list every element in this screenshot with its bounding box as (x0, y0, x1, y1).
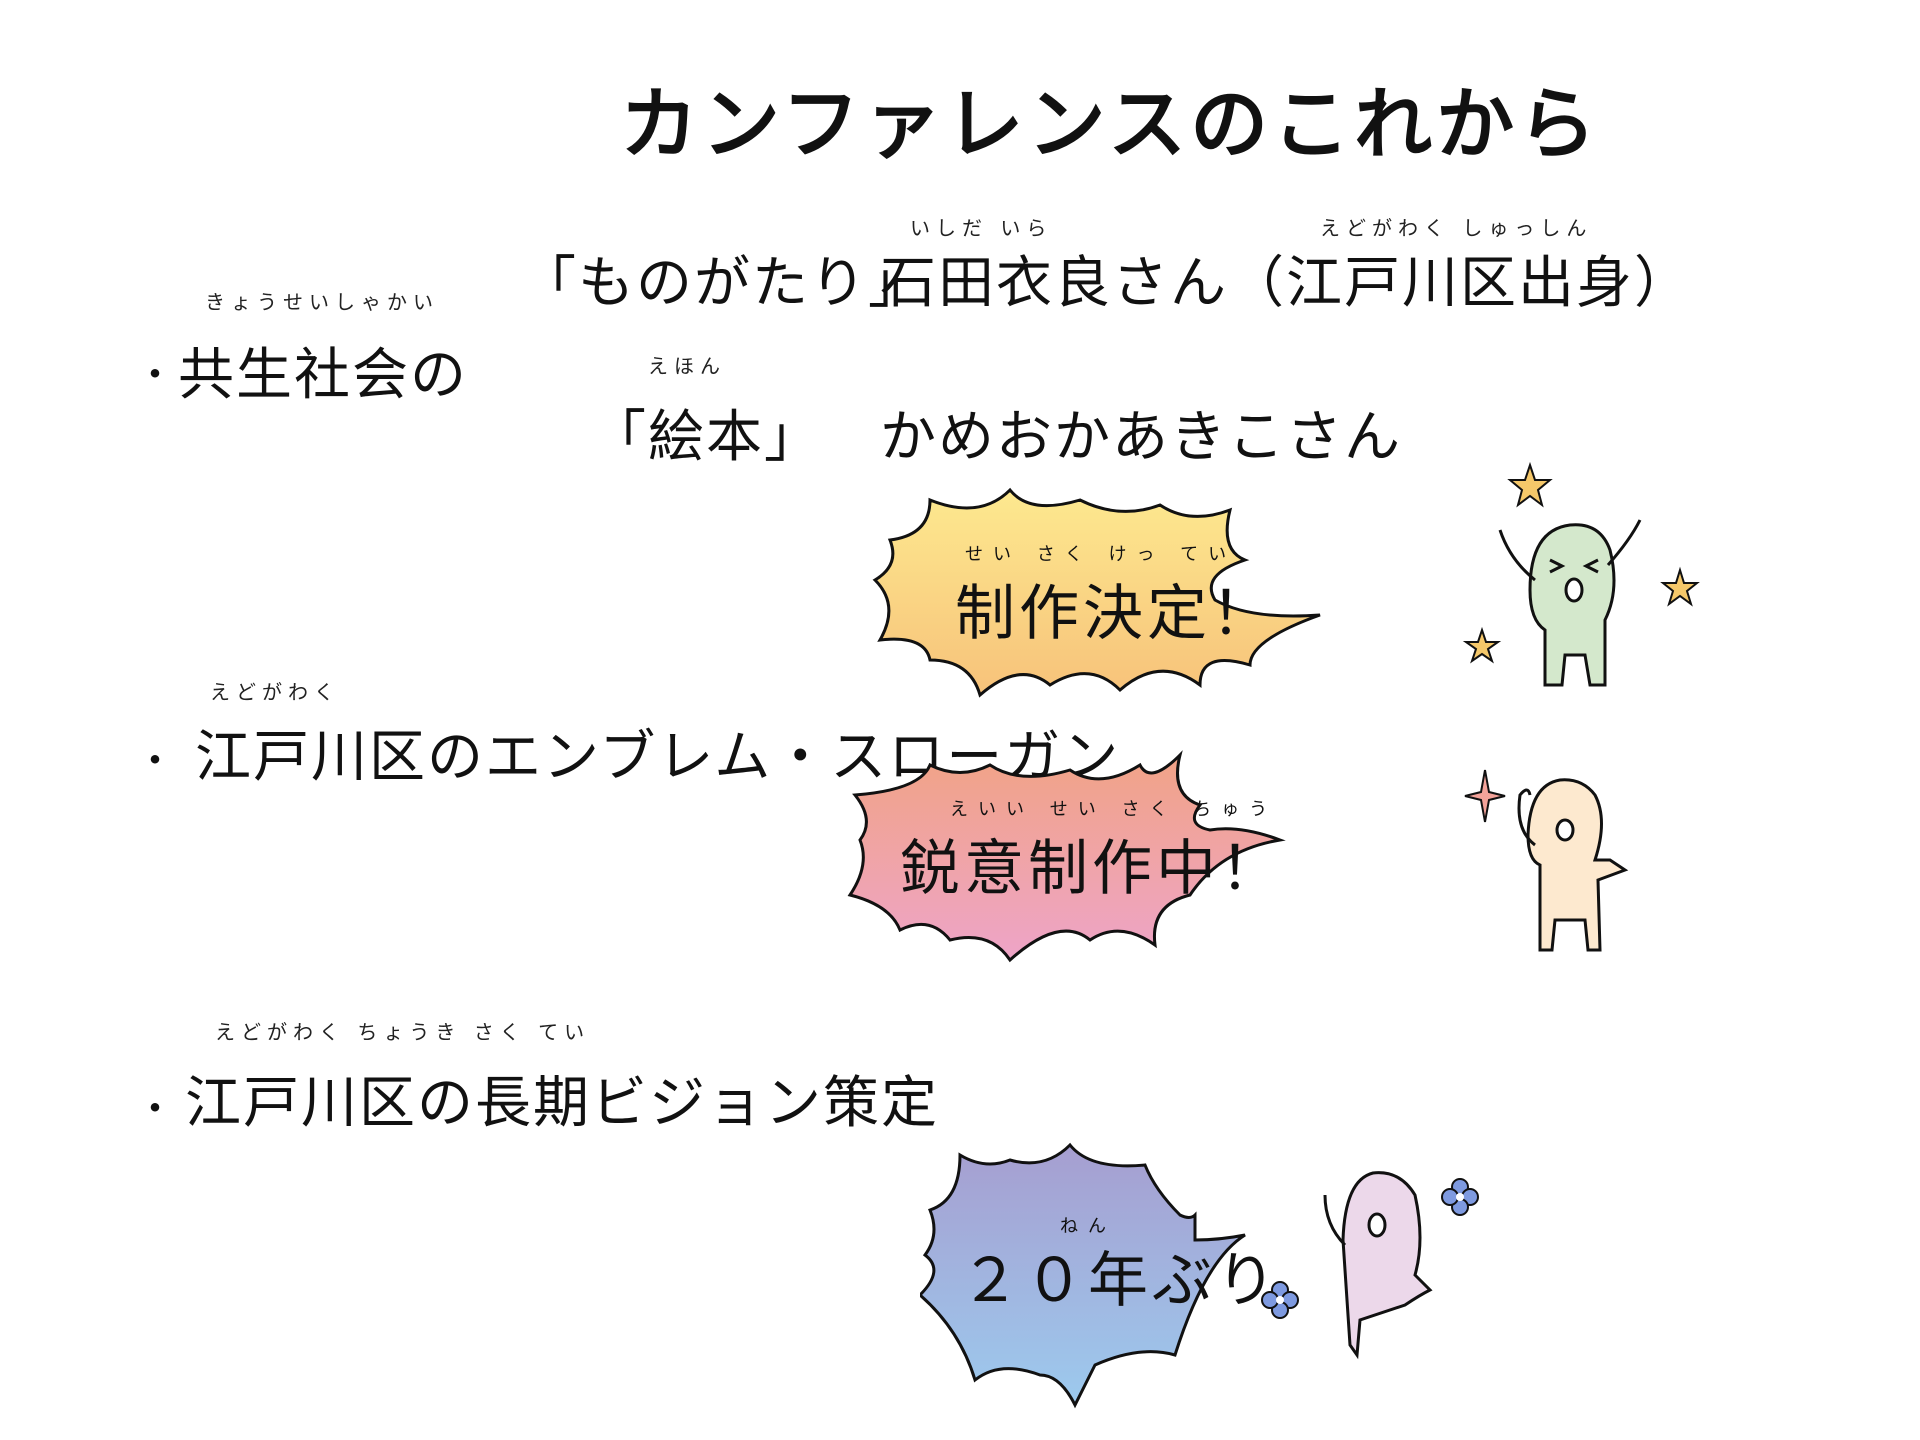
work-ruby: えほん (648, 354, 726, 378)
character-green-cheering (1440, 450, 1700, 700)
person-ishida-ira: 石田衣良さん（江戸川区出身） (880, 251, 1692, 316)
sparkle-icon (1464, 769, 1506, 823)
burst-ruby: えいい せい さく ちゅう (950, 799, 1278, 820)
burst-text: 制作決定！ (955, 579, 1275, 649)
page-title: カンファレンスのこれから (620, 80, 1601, 170)
heading-ruby: えどがわく ちょうき さく てい (215, 1020, 591, 1044)
flower-icon (1261, 1281, 1299, 1319)
speech-burst-in-progress: えいい せい さく ちゅう 鋭意制作中！ (840, 745, 1340, 965)
person-kameoka-akiko: かめおかあきこさん (880, 405, 1402, 470)
character-peach-waving (1460, 750, 1660, 970)
heading-ruby: えどがわく (210, 680, 340, 704)
burst-text: 鋭意制作中！ (900, 834, 1284, 904)
flower-icon (1441, 1178, 1479, 1216)
star-icon (1507, 461, 1553, 508)
speech-burst-20-years: ねん ２０年ぶり (920, 1140, 1340, 1420)
speech-burst-decided: せい さく けっ てい 制作決定！ (870, 480, 1370, 700)
burst-text: ２０年ぶり (960, 1246, 1280, 1316)
section-heading-long-term-vision: 江戸川区の長期ビジョン策定 (185, 1071, 939, 1136)
work-ehon: 「絵本」 (590, 405, 822, 470)
bullet: ・ (135, 352, 175, 398)
burst-ruby: ねん (1060, 1216, 1116, 1237)
burst-ruby: せい さく けっ てい (965, 544, 1237, 565)
star-icon (1660, 566, 1700, 607)
section-heading-kyousei: 共生社会の (178, 343, 468, 408)
heading-ruby: きょうせいしゃかい (205, 290, 439, 314)
bullet: ・ (135, 1086, 175, 1132)
work-monogatari: 「ものがたり」 (520, 251, 926, 316)
person-ruby: いしだ いら (910, 216, 1053, 240)
star-icon (1462, 626, 1502, 664)
person-ruby-origin: えどがわく しゅっしん (1320, 216, 1593, 240)
character-pink-jumping (1255, 1155, 1515, 1375)
bullet: ・ (135, 738, 175, 784)
